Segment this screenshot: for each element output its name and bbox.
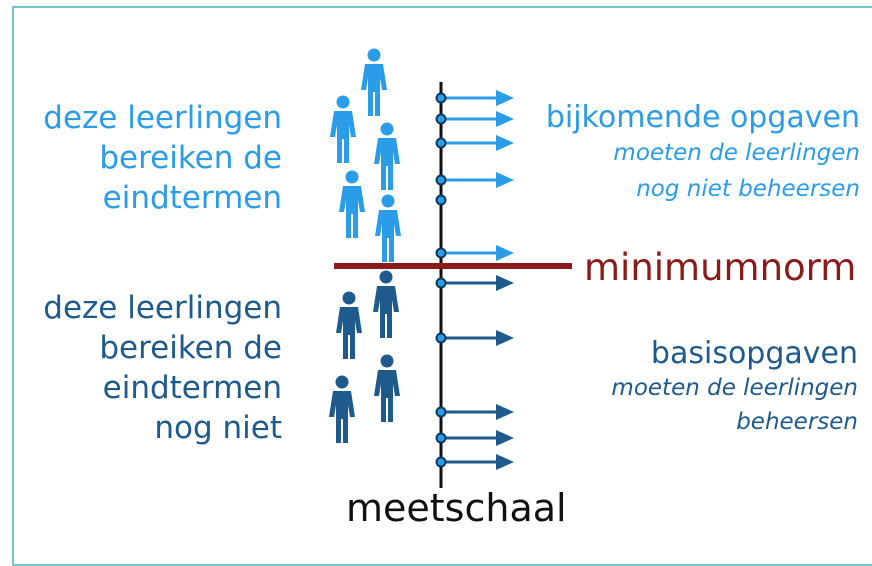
person-icon xyxy=(373,270,399,338)
person-icon xyxy=(339,170,365,238)
arrow-right-icon xyxy=(445,172,514,188)
arrow-right-icon xyxy=(445,90,514,106)
lower-right-label: basisopgaven moeten de leerlingen beheer… xyxy=(611,336,858,439)
person-icon xyxy=(330,95,356,163)
lower-right-title: basisopgaven xyxy=(650,336,858,371)
arrow-right-icon xyxy=(445,275,514,291)
lower-left-line-4: nog niet xyxy=(154,410,282,446)
upper-people xyxy=(330,48,401,262)
arrow-right-icon xyxy=(445,135,514,151)
minimum-norm-label: minimumnorm xyxy=(584,246,857,289)
upper-left-line-1: deze leerlingen xyxy=(43,100,282,136)
upper-right-label: bijkomende opgaven moeten de leerlingen … xyxy=(546,100,860,207)
upper-arrows xyxy=(445,90,514,261)
person-icon xyxy=(329,375,355,443)
axis-label: meetschaal xyxy=(346,486,567,530)
arrow-right-icon xyxy=(445,111,514,127)
person-icon xyxy=(361,48,387,116)
axis-points xyxy=(435,92,447,468)
lower-people xyxy=(329,270,400,443)
upper-right-note-2: nog niet beheersen xyxy=(636,176,860,202)
lower-left-line-1: deze leerlingen xyxy=(43,290,282,326)
upper-left-label: deze leerlingen bereiken de eindtermen xyxy=(43,98,282,218)
person-icon xyxy=(375,194,401,262)
lower-left-label: deze leerlingen bereiken de eindtermen n… xyxy=(43,288,282,448)
upper-left-line-2: bereiken de xyxy=(99,140,282,176)
lower-left-line-3: eindtermen xyxy=(102,370,282,406)
arrow-right-icon xyxy=(445,245,514,261)
lower-arrows xyxy=(445,275,514,470)
arrow-right-icon xyxy=(445,430,514,446)
person-icon xyxy=(336,291,362,359)
arrow-right-icon xyxy=(445,454,514,470)
person-icon xyxy=(374,122,400,190)
upper-right-note-1: moeten de leerlingen xyxy=(613,140,860,166)
lower-left-line-2: bereiken de xyxy=(99,330,282,366)
upper-right-title: bijkomende opgaven xyxy=(545,100,860,135)
lower-right-note-1: moeten de leerlingen xyxy=(611,375,858,401)
diagram-graphics xyxy=(329,48,572,488)
person-icon xyxy=(374,354,400,422)
arrow-right-icon xyxy=(445,404,514,420)
arrow-right-icon xyxy=(445,330,514,346)
lower-right-note-2: beheersen xyxy=(736,409,858,435)
upper-left-line-3: eindtermen xyxy=(102,180,282,216)
